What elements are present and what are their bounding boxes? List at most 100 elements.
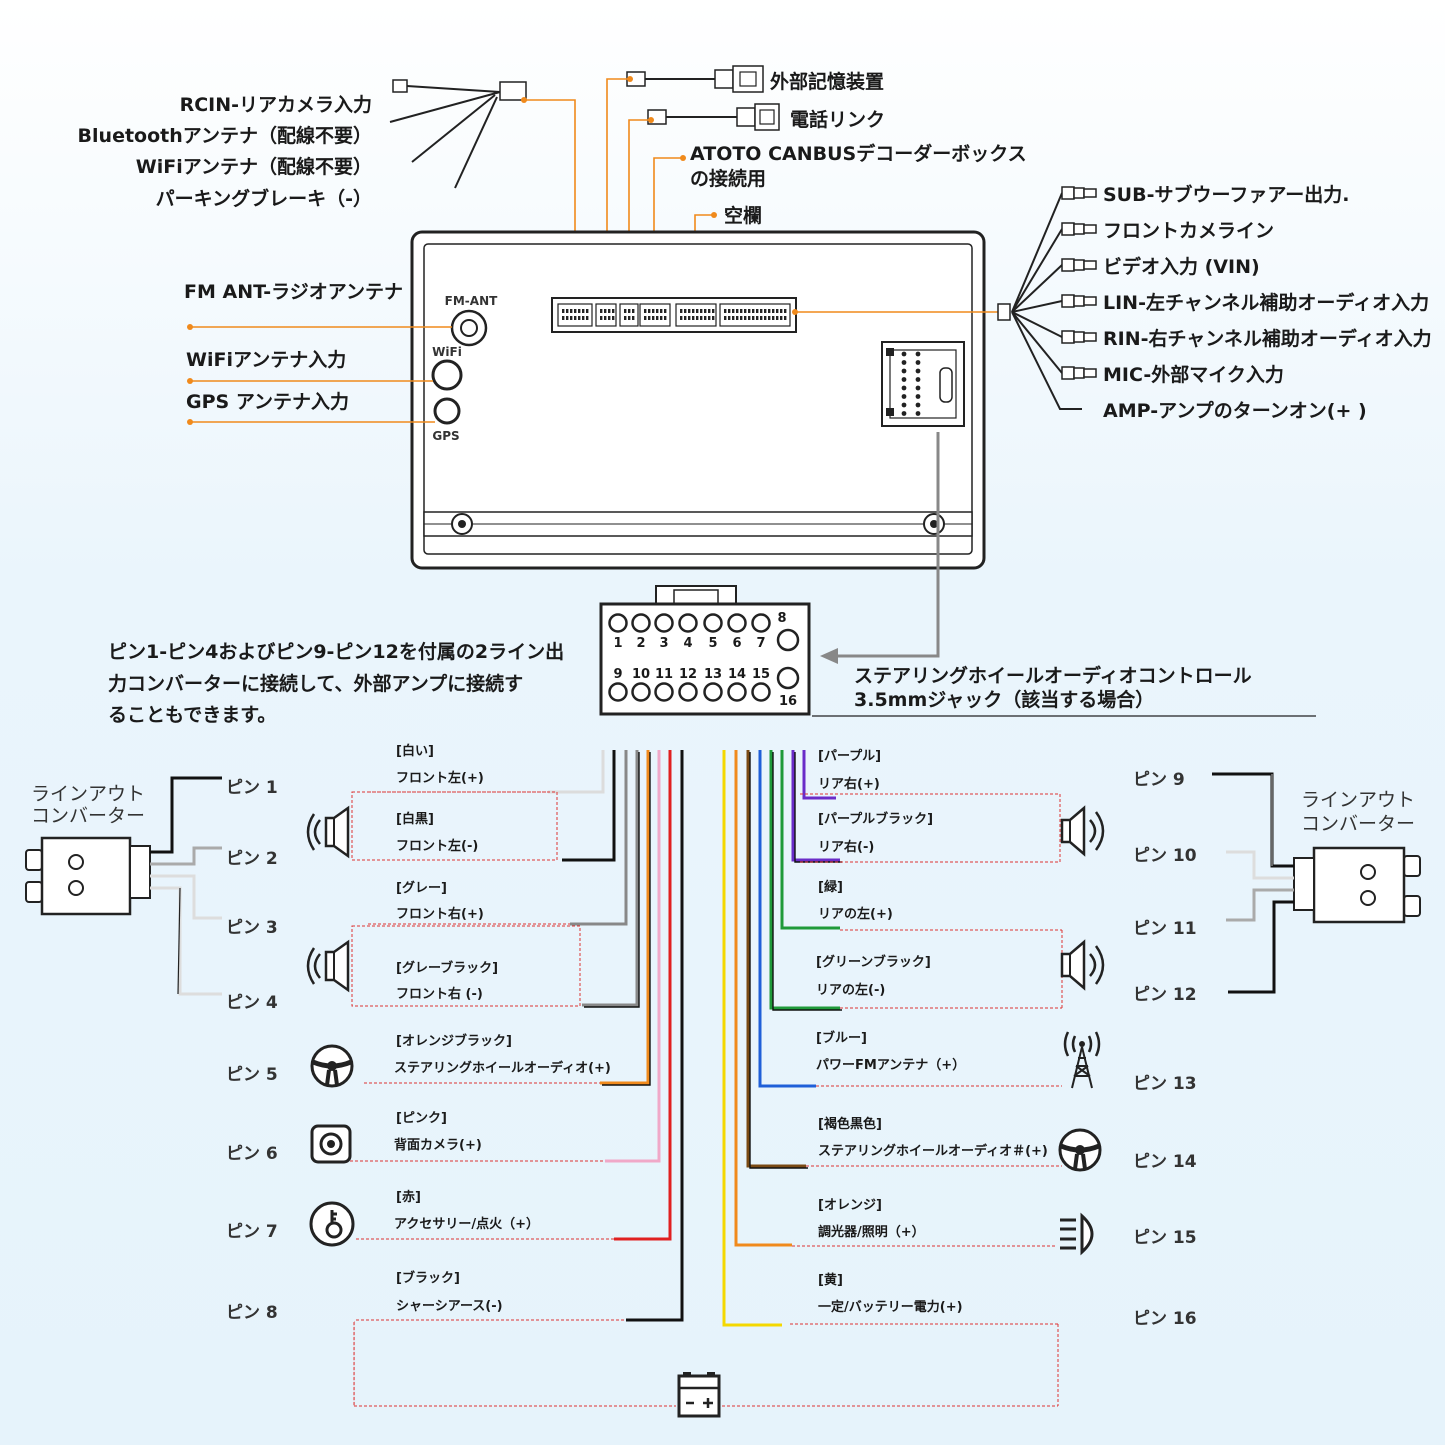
pin-number: 11 [655,667,673,682]
pin-number: 9 [613,667,622,682]
right-pin-label: ピン 11 [1133,919,1197,939]
left-wire-function: アクセサリー/点火（+） [394,1216,539,1232]
pin-socket [678,682,698,702]
pin-number: 4 [683,636,692,651]
note-line1: ピン1-ピン4およびピン9-ピン12を付属の2ライン出 [108,640,564,663]
left-wire-function: 背面カメラ(+) [394,1137,482,1153]
wifi-port [431,359,463,391]
left-wire-color: [グレー] [396,880,447,896]
pin-number: 2 [636,636,645,651]
left-wire-function: ステアリングホイールオーディオ(+) [394,1060,611,1076]
left-wire-function: フロント左(-) [396,838,478,854]
right-wire-function: ステアリングホイールオーディオ＃(+) [818,1143,1048,1159]
pin-socket [608,613,628,633]
pin-socket [751,613,771,633]
right-converter-label-1: ラインアウト [1301,789,1415,811]
rcin-label: RCIN-リアカメラ入力 [180,93,372,116]
gps-port [433,397,461,425]
steering-jack-line1: ステアリングホイールオーディオコントロール [854,664,1252,687]
rca-label-2: フロントカメライン [1103,220,1274,242]
right-wire-color: [ブルー] [816,1030,867,1046]
harness-plug [499,81,527,101]
pin-socket [654,682,674,702]
key-icon [309,1201,355,1247]
rca-label-3: ビデオ入力 (VIN) [1103,255,1260,278]
right-wire-color: [黄] [818,1272,843,1288]
wire [791,750,840,862]
wifi-antenna-label: WiFiアンテナ（配線不要） [136,155,372,178]
pin-number: 12 [679,667,697,682]
speaker-icon [1060,805,1105,857]
right-wire-color: [緑] [818,879,843,895]
wire [758,750,816,1088]
rca-label-7: AMP-アンプのターンオン(+ ) [1103,399,1367,422]
right-lineout-converter [1212,772,1421,994]
wire [562,750,616,862]
wifi-port-label: WiFi [432,345,462,359]
left-wire-color: [オレンジブラック] [396,1033,512,1049]
fm-port-label: FM-ANT [445,294,498,308]
fm-antenna-label: FM ANT-ラジオアンテナ [184,281,403,303]
left-pin-label: ピン 7 [226,1222,278,1242]
left-lineout-converter [25,776,222,996]
usb-storage-connector [606,65,764,308]
wire [614,750,672,1241]
wire [769,750,840,1010]
wire-labels: ピン 1ピン 2ピン 3ピン 4ピン 5ピン 6ピン 7ピン 8ピン 9ピン 1… [226,743,1197,1329]
right-wire-function: 一定/バッテリー電力(+) [818,1299,963,1315]
left-wire-color: [白黒] [396,811,434,827]
right-wire-color: [グリーンブラック] [816,954,931,970]
rca-plug [1061,366,1075,380]
left-wire-function: フロント左(+) [396,770,484,786]
right-pin-label: ピン 14 [1133,1152,1197,1172]
pin-number: 13 [704,667,722,682]
pin-number: 1 [613,636,622,651]
left-pin-label: ピン 2 [226,849,278,869]
battery-icon [677,1372,721,1418]
left-pin-label: ピン 4 [226,993,278,1013]
right-wire-function: リアの左(-) [816,982,885,998]
rca-plug [1061,258,1075,272]
wire [734,750,792,1247]
wire [600,750,650,1085]
rca-label-1: SUB-サブウーファアー出力. [1103,183,1349,206]
left-wire-color: [グレーブラック] [396,960,498,976]
pin-number: 15 [752,667,770,682]
rca-plug [1061,222,1075,236]
speaker-icon [1060,939,1105,991]
wire [605,750,661,1163]
right-wire-function: リアの左(+) [818,906,893,922]
left-wire-color: [ピンク] [396,1111,447,1126]
left-pin-label: ピン 5 [226,1065,278,1085]
right-wire-color: [パープルブラック] [818,811,933,827]
camera-icon [310,1124,352,1164]
pin-socket [631,682,651,702]
pin-number: 3 [659,636,668,651]
speaker-icon [306,939,350,993]
wire [722,750,782,1327]
pin-socket [727,613,747,633]
rca-plug [1061,186,1075,200]
pin-number: 7 [756,636,765,651]
wifi-antenna-input-label: WiFiアンテナ入力 [186,348,346,371]
external-storage-label: 外部記憶装置 [770,70,884,93]
right-pin-label: ピン 12 [1133,985,1197,1005]
left-wire-function: シャーシアース(-) [396,1299,503,1314]
canbus-label-line2: の接続用 [690,167,766,190]
right-wire-color: [パープル] [818,749,881,764]
wire [802,750,836,800]
wire [570,750,628,926]
antenna-tower-icon [1063,1031,1101,1089]
right-wire-function: 調光器/照明（+） [818,1224,925,1240]
note-line2: 力コンバーターに接続して、外部アンプに接続す [108,672,523,695]
pin-socket [631,613,651,633]
rca-plug [1061,294,1075,308]
phone-link-connector [628,103,780,308]
left-wire-color: [白い] [396,743,434,759]
pin-socket [703,682,723,702]
rca-label-4: LIN-左チャンネル補助オーディオ入力 [1103,291,1429,314]
gps-antenna-input-label: GPS アンテナ入力 [186,390,349,413]
left-wire-function: フロント右 (-) [396,986,483,1002]
